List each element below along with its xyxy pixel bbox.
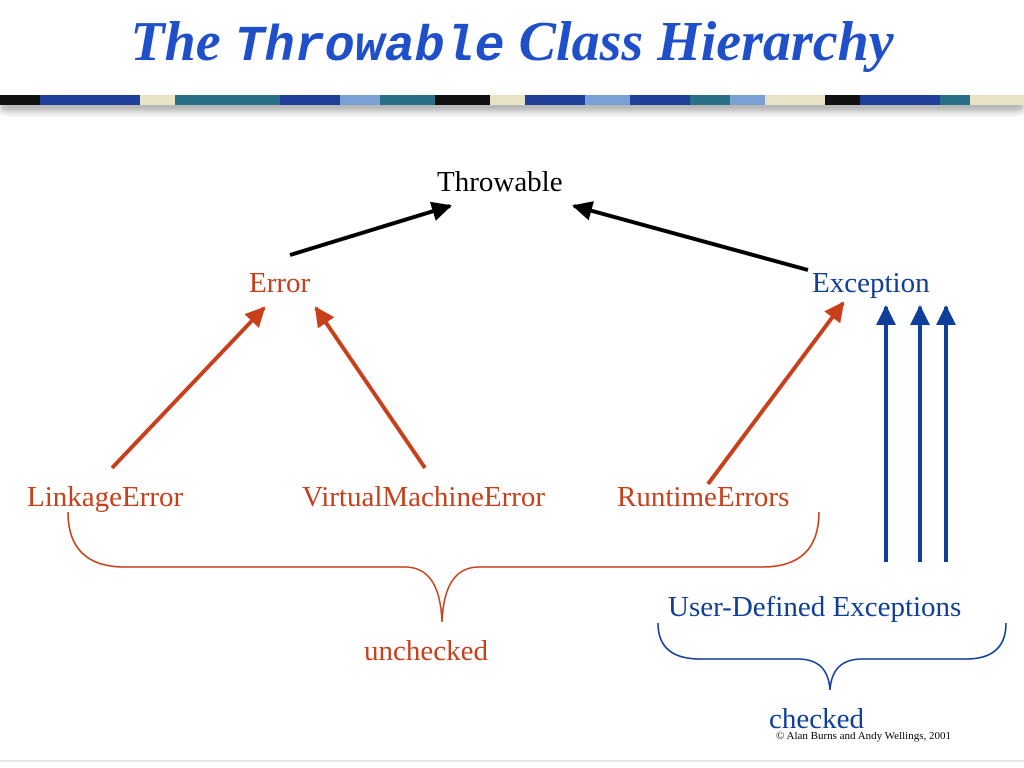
checked-brace — [657, 622, 1007, 691]
title-suffix: Class Hierarchy — [504, 11, 894, 73]
title-prefix: The — [130, 11, 235, 73]
arrow-runtimeerrors-to-exception — [706, 301, 845, 486]
node-error: Error — [249, 267, 311, 299]
label-unchecked: unchecked — [364, 635, 488, 667]
node-runtime-errors: RuntimeErrors — [617, 481, 790, 513]
title-class-name: Throwable — [234, 19, 505, 76]
arrow-error-to-throwable — [289, 201, 452, 257]
node-exception: Exception — [812, 267, 930, 299]
unchecked-brace — [67, 511, 820, 623]
label-checked: checked — [769, 703, 864, 735]
slide-title: The Throwable Class Hierarchy — [0, 6, 1024, 84]
arrow-virtualmachineerror-to-error — [314, 306, 427, 470]
node-virtual-machine-error: VirtualMachineError — [302, 481, 546, 513]
decorative-header-band — [0, 95, 1024, 105]
arrow-exception-to-throwable — [572, 201, 809, 272]
arrow-linkageerror-to-error — [110, 306, 266, 470]
footer-divider — [0, 760, 1024, 762]
copyright-notice: © Alan Burns and Andy Wellings, 2001 — [776, 730, 952, 742]
node-linkage-error: LinkageError — [27, 481, 184, 513]
node-throwable: Throwable — [437, 166, 563, 198]
node-user-defined-exceptions: User-Defined Exceptions — [668, 591, 962, 623]
